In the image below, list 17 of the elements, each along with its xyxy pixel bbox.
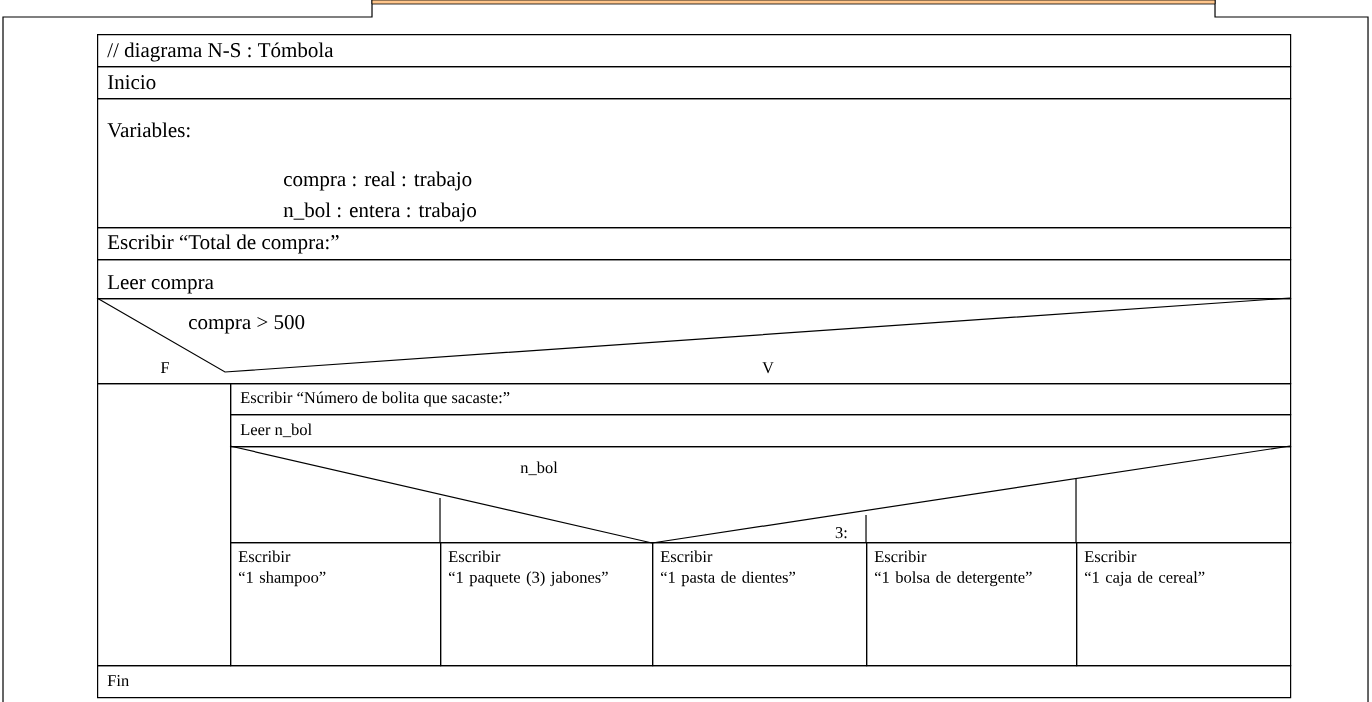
process-box: Leer n_bol: [230, 414, 1292, 448]
case-box: Escribir “1 caja de cereal”: [1076, 542, 1292, 667]
process-box: Escribir “Número de bolita que sacaste:”: [230, 383, 1292, 416]
comment-row: // diagrama N-S : Tómbola: [97, 34, 1292, 68]
process-box: Leer compra: [97, 259, 1292, 300]
declaration-box: Variables: compra : real : trabajo n_bol : entera : trabajo: [97, 98, 1292, 229]
process-box: Fin: [97, 665, 1292, 699]
empty-branch-box: [97, 383, 232, 667]
branch-label: F: [160, 362, 169, 373]
process-box: Escribir “Total de compra:”: [97, 227, 1292, 261]
case-box: Escribir “1 pasta de dientes”: [652, 542, 868, 667]
case-box: Escribir “1 shampoo”: [230, 542, 442, 667]
branch-label: V: [762, 362, 774, 374]
process-box: Inicio: [97, 66, 1292, 100]
case-label: 3:: [835, 527, 847, 539]
case-box: Escribir “1 paquete (3) jabones”: [440, 542, 654, 667]
case-box: Escribir “1 bolsa de detergente”: [866, 542, 1078, 667]
